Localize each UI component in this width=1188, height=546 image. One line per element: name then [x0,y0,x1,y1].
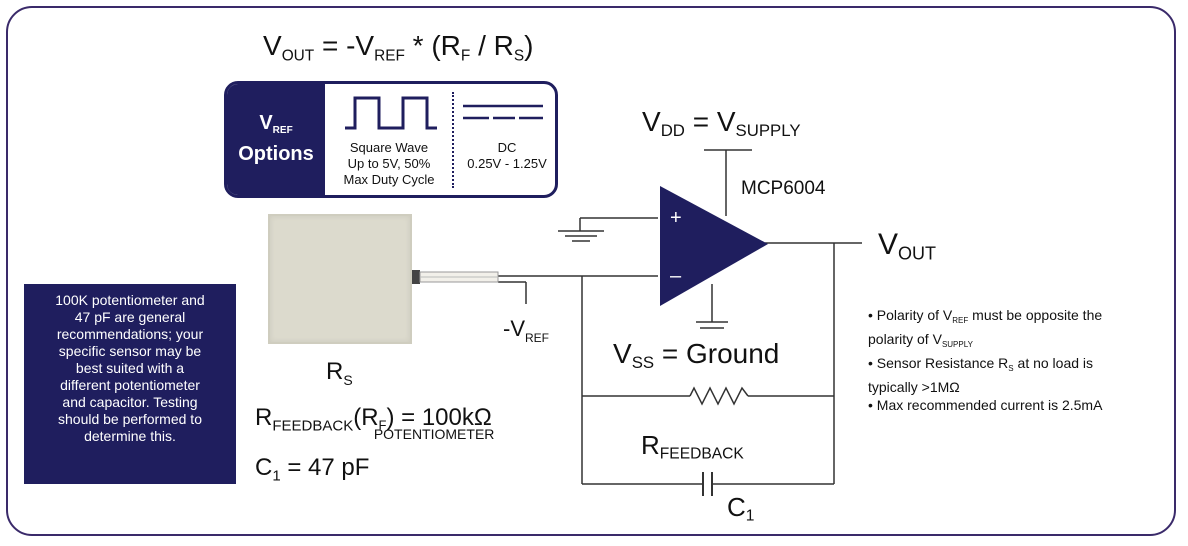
force-sensor-image [268,214,412,344]
vref-options-label-panel: VREF Options [227,84,325,195]
bullet-max-current: • Max recommended current is 2.5mA [868,397,1103,413]
vout-label: VOUT [878,228,937,264]
waveform-icons [345,96,543,130]
chip-label: MCP6004 [741,178,826,199]
minus-input-symbol: – [670,265,682,287]
square-wave-icon [345,96,437,130]
neg-vref-label: -VREF [503,316,549,345]
notes-bullet-list: • Polarity of VREF must be opposite the … [868,307,1103,413]
square-wave-text: Square Wave Up to 5V, 50% Max Duty Cycle [343,140,435,187]
rs-label: RS [326,358,353,388]
rfeedback-value: RFEEDBACK(RF) = 100kΩPOTENTIOMETER [255,404,495,442]
vref-options-box: VREF Options Square Wave Up to 5V, 50% M… [224,81,558,198]
recommendation-note: 100K potentiometer and 47 pF are general… [24,284,236,484]
dc-text: DC 0.25V - 1.25V [467,140,547,171]
plus-input-symbol: + [670,207,682,229]
options-label: Options [238,143,314,165]
options-divider [452,92,454,188]
op-amp-symbol [660,186,768,306]
bullet-polarity: • Polarity of VREF must be opposite the [868,307,1103,325]
vdd-label: VDD = VSUPPLY [642,106,801,141]
c1-value: C1 = 47 pF [255,454,370,485]
vss-label: VSS = Ground [613,338,780,373]
title-equation: VOUT = -VREF * (RF / RS) [263,30,534,65]
rfeedback-label: RFEEDBACK [641,430,744,463]
c1-label: C1 [727,492,755,525]
bullet-sensor-resistance: • Sensor Resistance RS at no load is [868,355,1094,373]
diagram-frame [6,6,1176,536]
feedback-resistor-symbol [689,386,749,406]
